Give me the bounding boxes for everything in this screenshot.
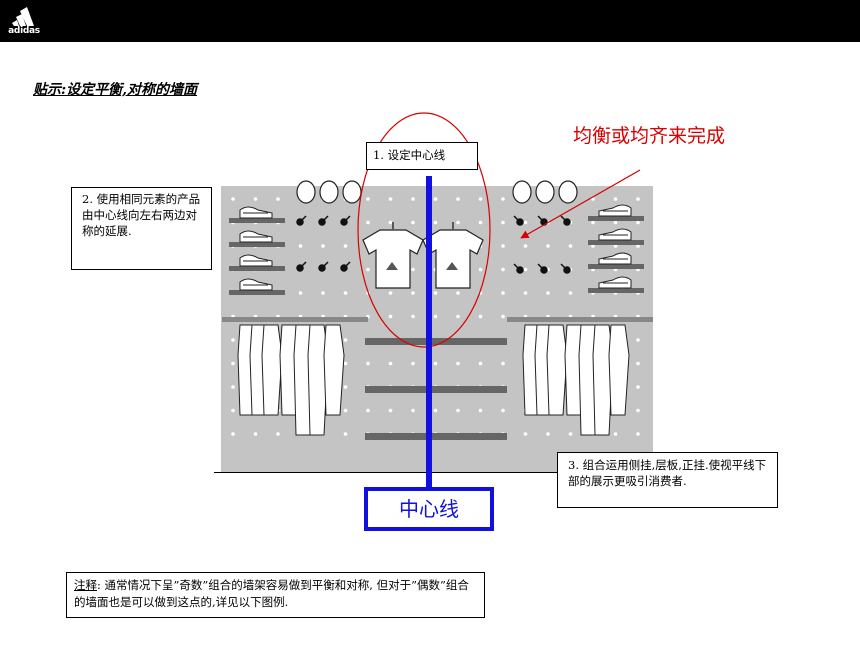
right-shoe-shelves — [588, 204, 644, 293]
ball-icon — [512, 180, 532, 204]
left-hooks — [296, 215, 351, 272]
ball-icon — [558, 180, 578, 204]
shoe-icon — [229, 254, 285, 271]
note-label: 注释 — [74, 578, 97, 592]
adidas-stripes-icon — [12, 7, 34, 26]
centerline-label: 中心线 — [364, 487, 494, 531]
center-shelves — [365, 338, 507, 440]
shoe-icon — [229, 278, 285, 295]
right-rail — [507, 317, 653, 436]
hanging-garments-icon — [522, 324, 630, 436]
floor-line — [214, 472, 654, 473]
t-shirt-icon — [362, 222, 424, 289]
adidas-logo: adidas — [4, 6, 44, 36]
left-rail — [222, 317, 368, 436]
ball-icon — [319, 180, 339, 204]
shoe-icon — [588, 276, 644, 293]
note-box: 注释: 通常情况下呈”奇数”组合的墙架容易做到平衡和对称, 但对于”偶数”组合的… — [66, 572, 485, 618]
step-1-text: 1. 设定中心线 — [373, 148, 446, 162]
highlight-arrow — [520, 169, 641, 239]
slide-title: 贴示:设定平衡,对称的墙面 — [33, 82, 198, 98]
step-2-callout: 2. 使用相同元素的产品由中心线向左右两边对称的延展. — [71, 187, 212, 270]
step-1-callout: 1. 设定中心线 — [366, 142, 478, 170]
shoe-icon — [229, 230, 285, 247]
step-3-callout: 3. 组合运用侧挂,层板,正挂.使视平线下部的展示更吸引消费者. — [557, 452, 778, 508]
ball-icon — [535, 180, 555, 204]
note-text: : 通常情况下呈”奇数”组合的墙架容易做到平衡和对称, 但对于”偶数”组合的墙面… — [74, 578, 469, 609]
step-2-text: 2. 使用相同元素的产品由中心线向左右两边对称的延展. — [82, 192, 201, 238]
logo-wordmark: adidas — [8, 26, 40, 36]
step-3-text: 3. 组合运用侧挂,层板,正挂.使视平线下部的展示更吸引消费者. — [568, 458, 767, 488]
ball-icon — [342, 180, 362, 204]
hanging-garments-icon — [237, 324, 345, 436]
ball-icon — [296, 180, 316, 204]
shoe-icon — [588, 228, 644, 245]
top-bar: adidas — [0, 0, 860, 42]
highlight-ellipse — [357, 112, 491, 348]
right-balls — [512, 180, 578, 204]
left-balls — [296, 180, 362, 204]
shoe-icon — [588, 204, 644, 221]
left-shoe-shelves — [229, 206, 285, 295]
center-line — [426, 176, 432, 488]
shoe-icon — [229, 206, 285, 223]
shoe-icon — [588, 252, 644, 269]
balance-callout: 均衡或均齐来完成 — [573, 125, 726, 147]
